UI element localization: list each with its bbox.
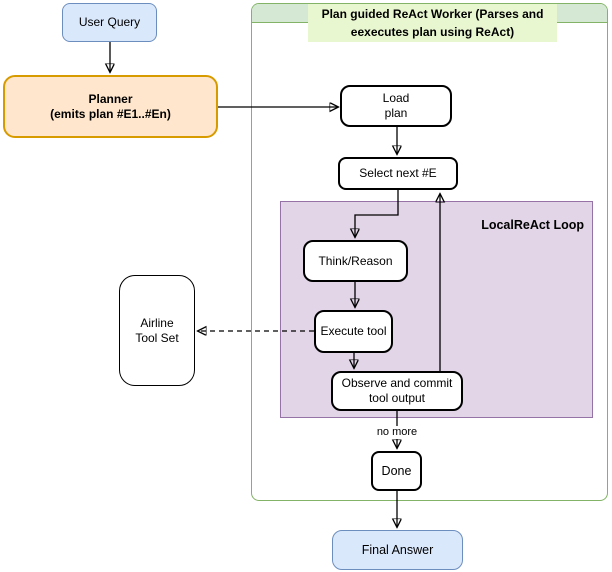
select-next-label: Select next #E bbox=[359, 166, 437, 180]
airline-label-line2: Tool Set bbox=[135, 330, 179, 345]
worker-title-line1: Plan guided ReAct Worker bbox=[321, 7, 473, 21]
load-plan-label-line2: plan bbox=[384, 106, 408, 120]
observe-label-line1: Observe and commit bbox=[341, 376, 453, 390]
final-answer-label: Final Answer bbox=[361, 542, 434, 557]
user-query-label: User Query bbox=[78, 15, 141, 29]
node-select-next-e: Select next #E bbox=[338, 157, 458, 190]
think-reason-label: Think/Reason bbox=[318, 253, 393, 268]
local-react-loop-label: LocalReAct Loop bbox=[481, 218, 584, 232]
done-label: Done bbox=[381, 463, 412, 478]
edge-label-no-more: no more bbox=[369, 426, 425, 439]
node-final-answer: Final Answer bbox=[332, 530, 463, 570]
node-execute-tool: Execute tool bbox=[314, 310, 393, 353]
load-plan-label-line1: Load bbox=[382, 91, 410, 105]
node-load-plan: Load plan bbox=[340, 85, 452, 127]
execute-tool-label: Execute tool bbox=[320, 324, 387, 338]
node-planner: Planner (emits plan #E1..#En) bbox=[3, 75, 218, 138]
planner-label-line1: Planner bbox=[88, 91, 133, 106]
node-observe-and-commit: Observe and commit tool output bbox=[331, 371, 463, 411]
observe-label-line2: tool output bbox=[368, 391, 426, 405]
worker-title-line2: (Parses and eexecutes plan using ReAct) bbox=[350, 7, 544, 39]
worker-container-title: Plan guided ReAct Worker (Parses and eex… bbox=[308, 4, 557, 42]
airline-label-line1: Airline bbox=[140, 315, 174, 330]
node-think-reason: Think/Reason bbox=[303, 240, 408, 282]
node-airline-tool-set: Airline Tool Set bbox=[119, 275, 195, 386]
node-done: Done bbox=[371, 451, 422, 491]
node-user-query: User Query bbox=[62, 3, 157, 42]
planner-label-line2: (emits plan #E1..#En) bbox=[50, 106, 171, 121]
